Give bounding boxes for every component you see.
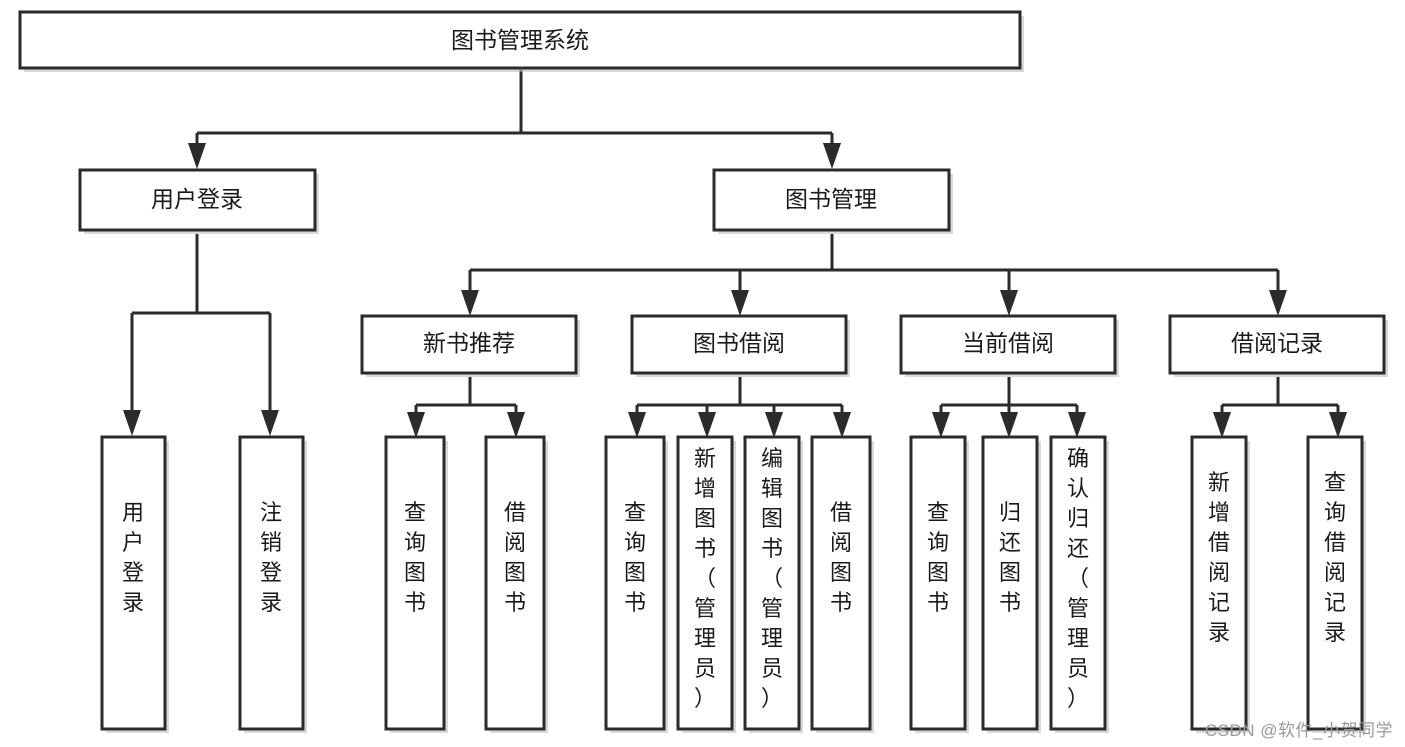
node-leaf-query-book-3-label: 查询图书 — [927, 500, 949, 615]
node-leaf-edit-book-label: 编辑图书（管理员） — [761, 446, 783, 711]
arrow-leaf-edit-book — [765, 412, 783, 438]
arrow-leaf-return-book — [1000, 412, 1018, 438]
node-root-label: 图书管理系统 — [451, 27, 589, 53]
node-leaf-return-book-label: 归还图书 — [999, 500, 1021, 615]
node-leaf-query-book-2-label: 查询图书 — [624, 500, 646, 615]
node-leaf-query-book-1[interactable]: 查询图书 — [384, 435, 448, 733]
node-leaf-user-login-label: 用户登录 — [122, 500, 144, 615]
arrow-leaf-add-book — [698, 412, 716, 438]
arrow-current-borrow — [1000, 290, 1018, 316]
node-leaf-confirm-return[interactable]: 确认归还（管理员） — [1049, 435, 1109, 733]
node-root[interactable]: 图书管理系统 — [18, 10, 1024, 72]
node-leaf-query-record[interactable]: 查询借阅记录 — [1306, 435, 1366, 733]
node-leaf-return-book[interactable]: 归还图书 — [981, 435, 1041, 733]
node-user-login[interactable]: 用户登录 — [78, 168, 319, 234]
node-leaf-add-book[interactable]: 新增图书（管理员） — [676, 435, 736, 733]
arrow-leaf-query-record — [1329, 412, 1347, 438]
arrow-leaf-borrow-book-1 — [507, 412, 525, 438]
node-leaf-query-record-label: 查询借阅记录 — [1324, 470, 1346, 645]
arrow-borrow-record — [1269, 290, 1287, 316]
arrow-leaf-confirm-return — [1068, 412, 1086, 438]
node-leaf-query-book-3[interactable]: 查询图书 — [909, 435, 969, 733]
node-leaf-query-book-1-label: 查询图书 — [404, 500, 426, 615]
node-current-borrow-label: 当前借阅 — [962, 330, 1054, 356]
node-borrow-record[interactable]: 借阅记录 — [1168, 314, 1388, 377]
node-book-borrow-label: 图书借阅 — [693, 330, 785, 356]
arrow-leaf-borrow-book-2 — [833, 412, 851, 438]
node-leaf-user-logout-label: 注销登录 — [260, 500, 282, 615]
node-current-borrow[interactable]: 当前借阅 — [899, 314, 1119, 377]
arrow-leaf-user-login — [123, 410, 141, 436]
arrow-book-manage — [823, 143, 841, 169]
node-leaf-borrow-book-2[interactable]: 借阅图书 — [810, 435, 874, 733]
node-book-manage[interactable]: 图书管理 — [712, 168, 953, 234]
node-book-manage-label: 图书管理 — [785, 186, 877, 212]
node-leaf-add-record[interactable]: 新增借阅记录 — [1190, 435, 1250, 733]
node-new-book-recommend[interactable]: 新书推荐 — [360, 314, 580, 377]
node-leaf-user-login[interactable]: 用户登录 — [100, 435, 169, 733]
node-leaf-user-logout[interactable]: 注销登录 — [238, 435, 307, 733]
arrow-book-borrow — [731, 290, 749, 316]
arrow-leaf-query-book-1 — [407, 412, 425, 438]
arrow-leaf-user-logout — [261, 410, 279, 436]
node-leaf-query-book-2[interactable]: 查询图书 — [604, 435, 668, 733]
node-borrow-record-label: 借阅记录 — [1231, 330, 1323, 356]
node-leaf-confirm-return-label: 确认归还（管理员） — [1067, 446, 1089, 711]
arrow-leaf-query-book-2 — [628, 412, 646, 438]
arrow-leaf-add-record — [1213, 412, 1231, 438]
node-leaf-add-book-label: 新增图书（管理员） — [694, 446, 716, 711]
node-leaf-borrow-book-1[interactable]: 借阅图书 — [484, 435, 548, 733]
arrow-leaf-query-book-3 — [932, 412, 950, 438]
node-leaf-edit-book[interactable]: 编辑图书（管理员） — [743, 435, 803, 733]
node-leaf-borrow-book-1-label: 借阅图书 — [504, 500, 526, 615]
node-leaf-add-record-label: 新增借阅记录 — [1208, 470, 1230, 645]
node-book-borrow[interactable]: 图书借阅 — [630, 314, 850, 377]
node-leaf-borrow-book-2-label: 借阅图书 — [830, 500, 852, 615]
connector-layer — [123, 70, 1347, 438]
node-user-login-label: 用户登录 — [151, 186, 243, 212]
node-new-book-recommend-label: 新书推荐 — [423, 330, 515, 356]
arrow-new-book-recommend — [461, 290, 479, 316]
arrow-user-login — [188, 143, 206, 169]
